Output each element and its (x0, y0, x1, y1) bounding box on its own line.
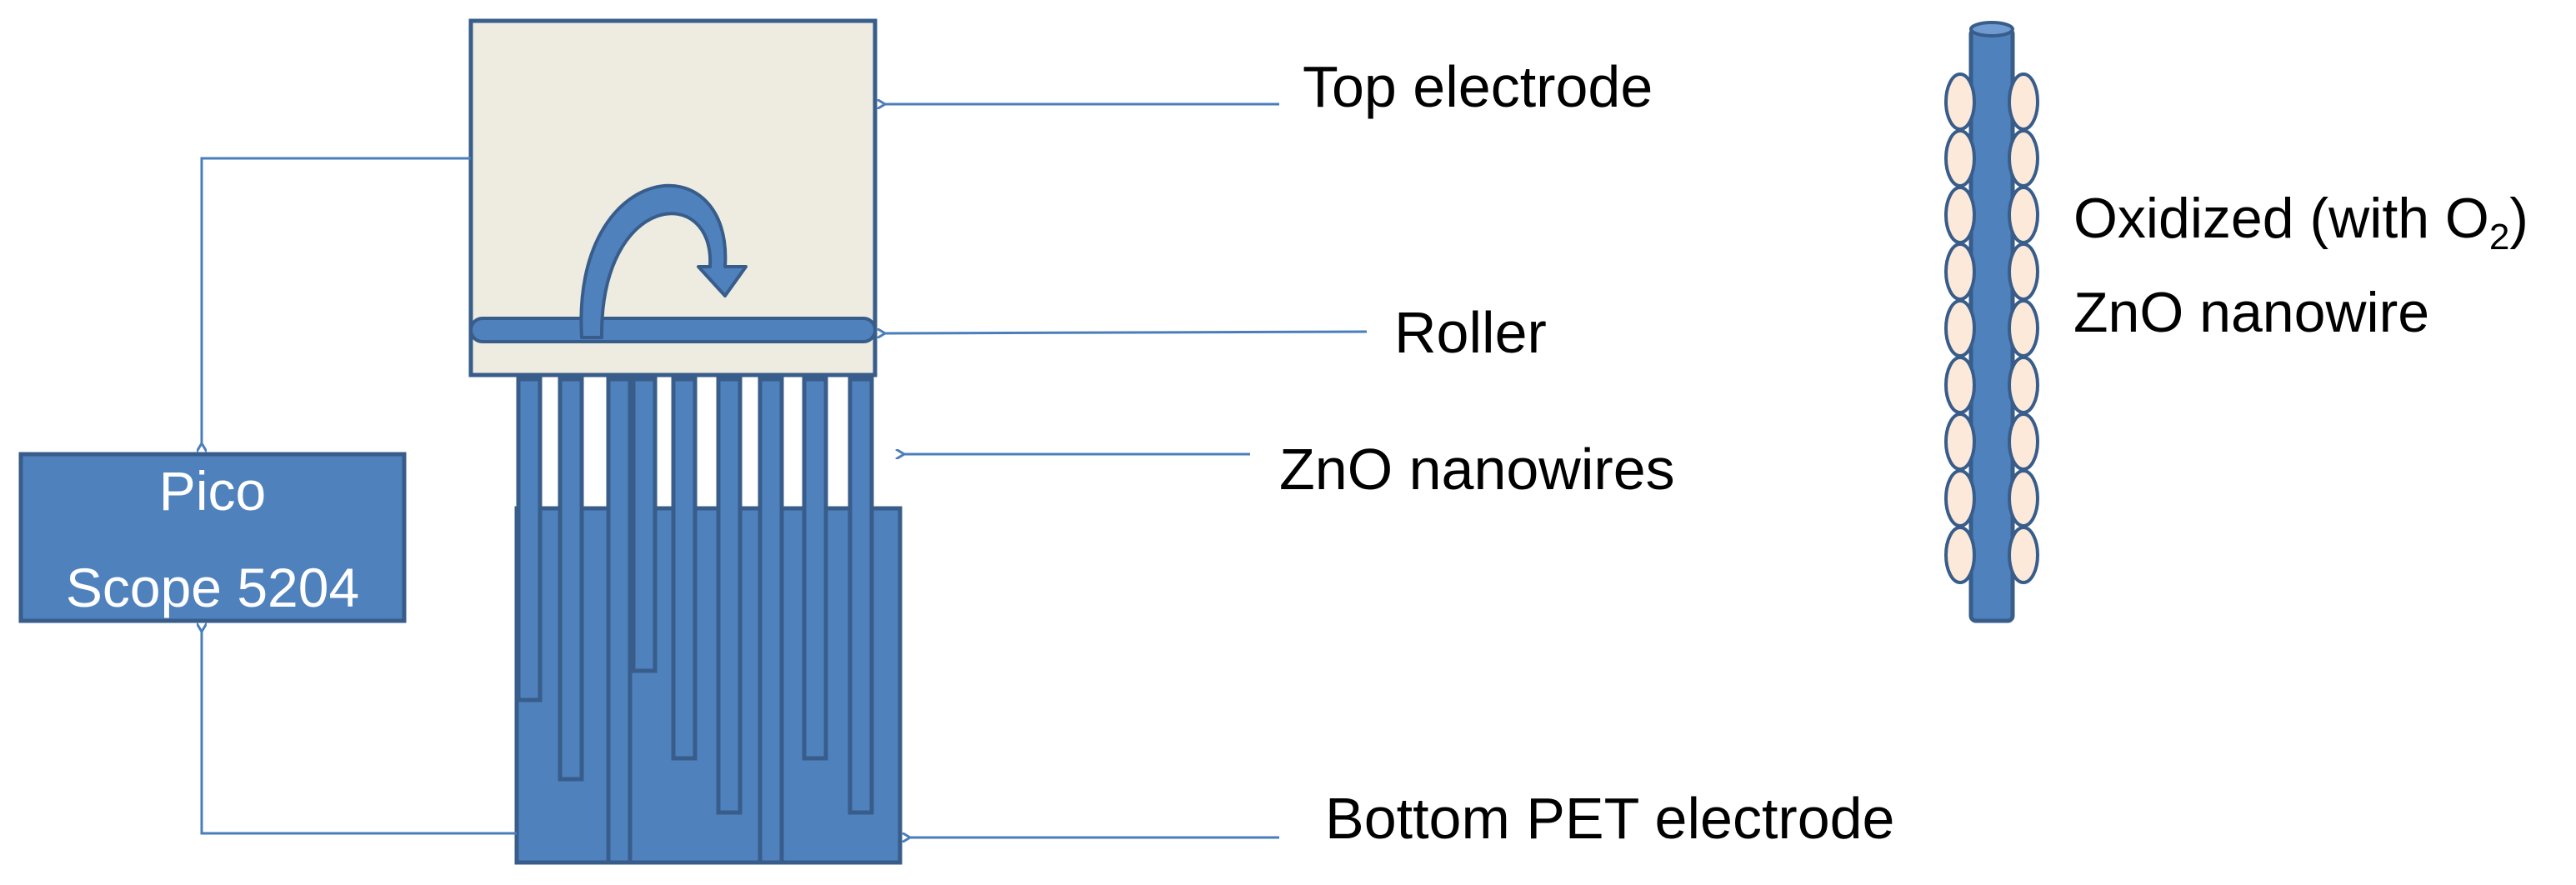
oxygen-particle (2008, 412, 2039, 471)
roller (469, 317, 877, 343)
oxygen-particle (2008, 526, 2039, 584)
oxygen-particle (1944, 72, 1976, 131)
picoscope-label-line2: Scope 5204 (66, 557, 359, 618)
wire-top-to-scope (202, 157, 471, 443)
nanowire-2 (558, 377, 584, 782)
label-oxidized-suffix: ) (2509, 187, 2528, 250)
pointer-roller (885, 332, 1368, 333)
oxygen-particle (2008, 299, 2039, 358)
oxygen-particle (2008, 356, 2039, 414)
label-oxidized-line1: Oxidized (with O2) (2073, 187, 2528, 258)
nanowire-4 (631, 377, 658, 673)
label-oxidized-prefix: Oxidized (with O (2073, 187, 2489, 250)
label-top-electrode: Top electrode (1303, 54, 1653, 119)
label-oxidized-line2: ZnO nanowire (2073, 281, 2429, 344)
oxygen-particle (2008, 72, 2039, 131)
label-nanowires: ZnO nanowires (1279, 437, 1675, 502)
label-bottom-electrode: Bottom PET electrode (1325, 786, 1895, 851)
nanowire-8 (802, 377, 828, 761)
label-roller: Roller (1394, 300, 1547, 365)
oxidized-nanowire-top (1969, 21, 2014, 38)
oxygen-particle (1944, 412, 1976, 471)
oxygen-particle (1944, 186, 1976, 244)
rotation-arrow-icon (579, 183, 748, 339)
oxygen-particle (1944, 242, 1976, 301)
oxidized-nanowire-core (1968, 27, 2015, 623)
nanowire-5 (671, 377, 698, 761)
nanowire-6 (716, 377, 743, 815)
picoscope-box (18, 452, 407, 623)
nanowire-3 (606, 377, 633, 865)
wire-bottom-to-scope (202, 632, 517, 835)
oxygen-particles (1944, 72, 2039, 584)
zno-nanowires (516, 377, 874, 865)
oxygen-particle (2008, 469, 2039, 528)
nanowire-9 (848, 377, 874, 815)
oxygen-particle (1944, 469, 1976, 528)
nanowire-7 (758, 377, 784, 865)
oxygen-particle (1944, 526, 1976, 584)
oxygen-particle (1944, 356, 1976, 414)
oxygen-particle (2008, 129, 2039, 188)
oxidized-nanowire (1944, 21, 2039, 623)
oxygen-particle (1944, 129, 1976, 188)
nanowire-1 (516, 377, 543, 702)
label-oxidized-subscript: 2 (2489, 217, 2509, 258)
oxygen-particle (2008, 242, 2039, 301)
picoscope-label-line1: Pico (159, 460, 266, 522)
oxygen-particle (1944, 299, 1976, 358)
oxygen-particle (2008, 186, 2039, 244)
